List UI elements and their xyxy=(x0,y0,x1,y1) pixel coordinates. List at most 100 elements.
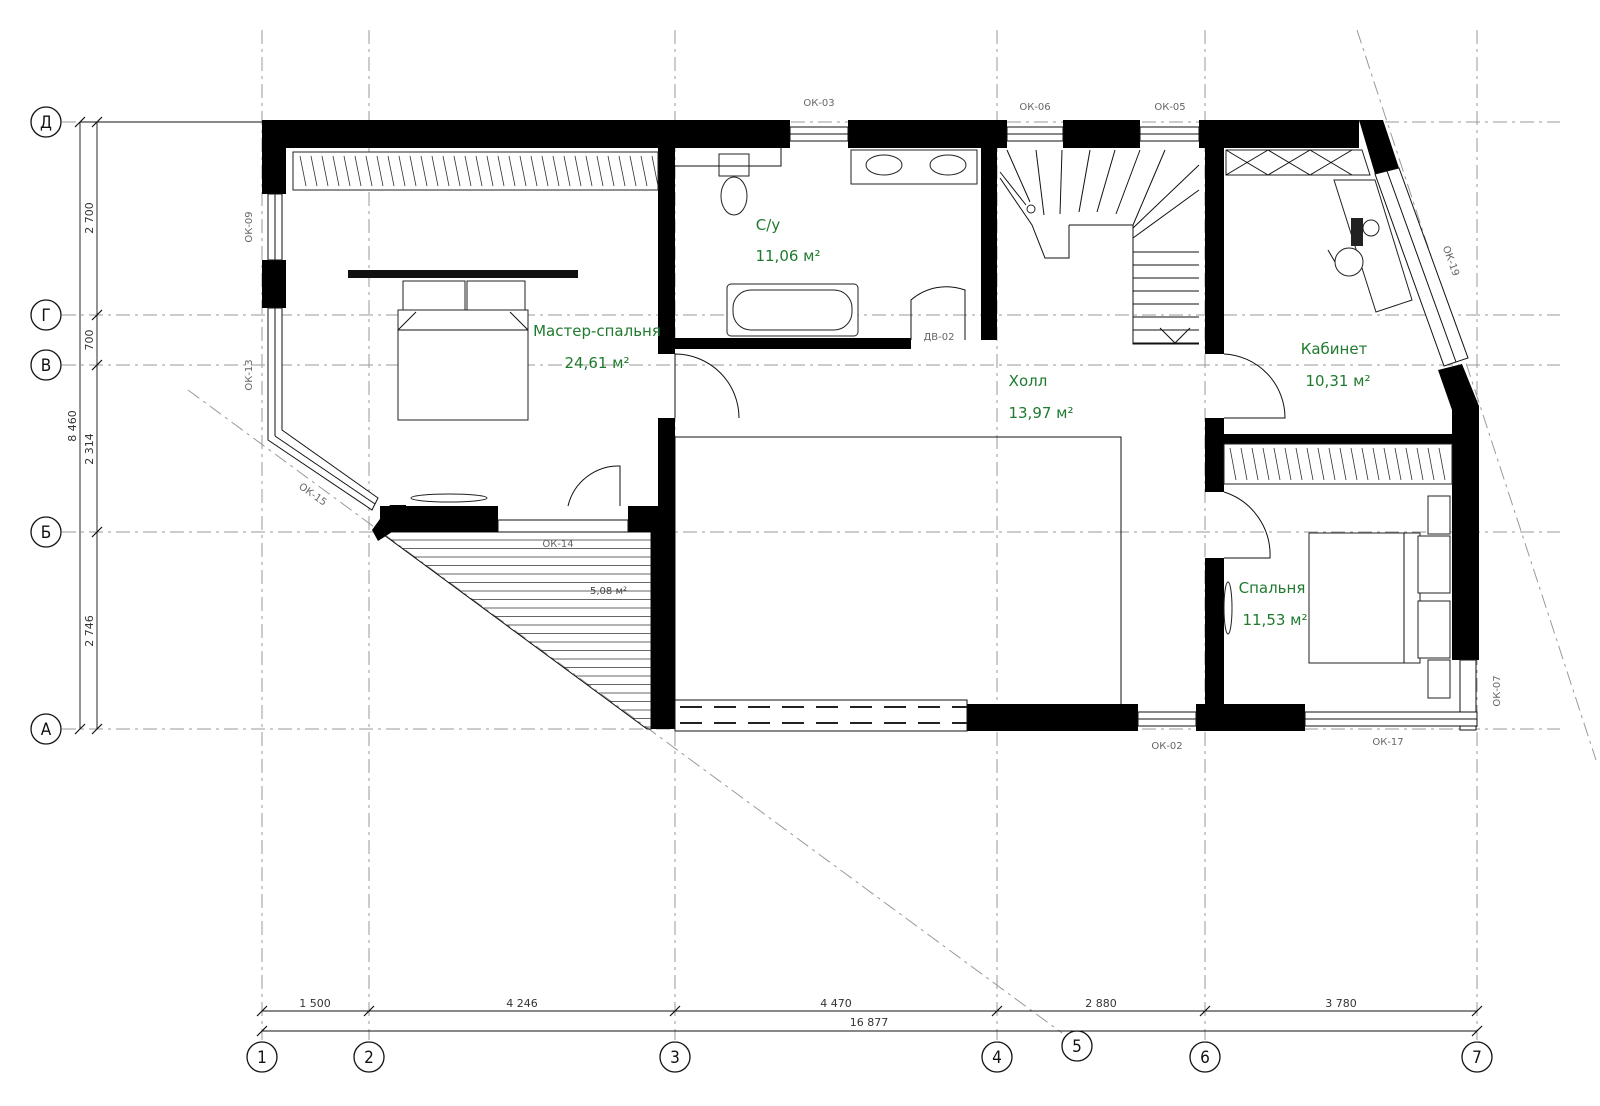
axis-label-G: Г xyxy=(41,306,50,326)
label-ok09: ОК-09 xyxy=(244,211,255,242)
bathtub-inner xyxy=(732,289,853,331)
bedroom-furniture xyxy=(1223,443,1453,699)
axis-marker-2: 2 xyxy=(353,1041,385,1073)
master-furniture xyxy=(292,151,659,503)
room-name-bedroom: Спальня xyxy=(1239,579,1306,597)
axis-line-5-diagonal xyxy=(187,389,1063,1034)
label-ok13: ОК-13 xyxy=(244,359,255,390)
room-area-master-bedroom: 24,61 м² xyxy=(564,354,629,372)
window-ok09 xyxy=(267,193,283,261)
window-sliding-hall xyxy=(674,699,968,732)
wall-axis6-lower xyxy=(1205,558,1224,729)
dimension-2-3: 4 246 xyxy=(506,997,538,1010)
axis-label-1: 1 xyxy=(257,1048,267,1068)
pillow-bottom xyxy=(1417,600,1451,659)
wall-bottom-right xyxy=(1196,704,1305,731)
room-area-cabinet: 10,31 м² xyxy=(1305,372,1370,390)
room-name-hall: Холл xyxy=(1009,372,1048,390)
window-ok19 xyxy=(1374,167,1469,367)
wardrobe-master xyxy=(292,151,659,191)
axis-marker-G: Г xyxy=(30,299,62,331)
label-ok05: ОК-05 xyxy=(1154,102,1185,113)
wall-axis6-upper xyxy=(1205,120,1224,354)
axis-label-2: 2 xyxy=(364,1048,374,1068)
axis-label-B: Б xyxy=(41,523,52,543)
dimension-total-height: 8 460 xyxy=(66,410,79,442)
hall-void xyxy=(674,436,1122,704)
label-ok17: ОК-17 xyxy=(1372,737,1403,748)
axis-marker-B: Б xyxy=(30,516,62,548)
room-name-master-bedroom: Мастер-спальня xyxy=(533,322,661,340)
windows xyxy=(267,126,1478,732)
dimension-G-V: 700 xyxy=(83,330,96,351)
wall-top-right-corner xyxy=(1359,120,1399,174)
room-area-bathroom: 11,06 м² xyxy=(755,247,820,265)
door-bedroom xyxy=(1223,491,1271,559)
dimension-4-6: 2 880 xyxy=(1085,997,1117,1010)
desk-chair xyxy=(1334,247,1364,277)
wall-top-stairs xyxy=(1063,120,1140,148)
balcony-area: 5,08 м² xyxy=(590,586,627,597)
label-ok03: ОК-03 xyxy=(803,98,834,109)
dimension-6-7: 3 780 xyxy=(1325,997,1357,1010)
axis-label-V: В xyxy=(41,356,52,376)
tv-panel xyxy=(1223,581,1233,635)
axis-marker-1: 1 xyxy=(246,1041,278,1073)
wall-top-right xyxy=(1199,120,1359,148)
axis-label-5: 5 xyxy=(1072,1037,1082,1057)
wardrobe-bedroom xyxy=(1223,443,1453,485)
master-bed xyxy=(397,309,529,421)
wall-axis3-lower xyxy=(651,532,675,729)
axis-marker-V: В xyxy=(30,349,62,381)
dimension-3-4: 4 470 xyxy=(820,997,852,1010)
toilet-bowl xyxy=(720,176,748,216)
wall-bathroom-bottom xyxy=(675,338,911,349)
bed-headboard xyxy=(348,270,578,278)
cabinet-shelf xyxy=(1225,149,1371,176)
nightstand-right xyxy=(466,280,526,314)
axis-marker-D: Д xyxy=(30,106,62,138)
axis-marker-5: 5 xyxy=(1061,1030,1093,1062)
axis-marker-3: 3 xyxy=(659,1041,691,1073)
nightstand-bedroom-bottom xyxy=(1427,659,1451,699)
axis-label-7: 7 xyxy=(1472,1048,1482,1068)
door-bathroom xyxy=(910,286,966,340)
label-ok14: ОК-14 xyxy=(542,539,573,550)
nightstand-left xyxy=(402,280,466,314)
wall-axis4 xyxy=(981,148,997,340)
wall-axis3-upper xyxy=(658,120,675,354)
walls xyxy=(262,120,1479,731)
pillow-top xyxy=(1417,535,1451,594)
label-ok15: ОК-15 xyxy=(296,481,328,508)
room-name-bathroom: С/у xyxy=(756,216,781,234)
sink-right xyxy=(929,154,967,176)
label-ok07: ОК-07 xyxy=(1492,675,1503,706)
window-ok13 xyxy=(267,307,379,511)
toilet-tank xyxy=(718,153,750,177)
wall-axis3-mid xyxy=(658,418,675,532)
wall-top-left xyxy=(262,120,790,148)
bedroom-bed xyxy=(1308,532,1421,664)
dimension-B-A: 2 746 xyxy=(83,615,96,647)
wall-bottom-mid xyxy=(967,704,1138,731)
window-ok03 xyxy=(789,126,849,142)
label-ok19: ОК-19 xyxy=(1440,245,1461,278)
axis-label-4: 4 xyxy=(992,1048,1002,1068)
axis-label-A: А xyxy=(41,720,52,740)
axis-marker-6: 6 xyxy=(1189,1041,1221,1073)
axis-marker-7: 7 xyxy=(1461,1041,1493,1073)
row-axis-markers: Д Г В Б А xyxy=(30,106,62,745)
label-ok02: ОК-02 xyxy=(1151,741,1182,752)
dimension-D-G: 2 700 xyxy=(83,202,96,234)
room-area-hall: 13,97 м² xyxy=(1008,404,1073,422)
window-ok02 xyxy=(1137,711,1197,727)
wall-master-bottom-left xyxy=(380,506,498,532)
wall-right xyxy=(1438,364,1479,660)
window-ok06 xyxy=(1006,126,1064,142)
doors xyxy=(567,286,1286,559)
door-master xyxy=(674,353,740,419)
computer-monitor xyxy=(1351,218,1363,246)
master-desk xyxy=(410,493,488,503)
door-cabinet xyxy=(1223,353,1286,419)
